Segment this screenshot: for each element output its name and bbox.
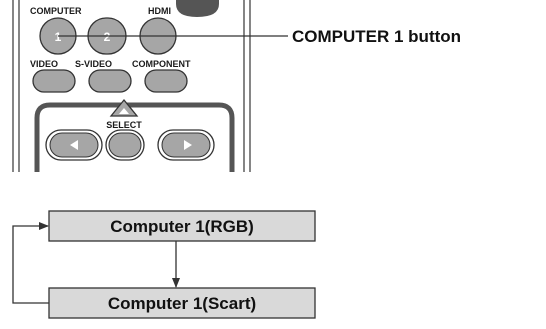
component-button[interactable] xyxy=(144,69,188,93)
component-label: COMPONENT xyxy=(132,59,191,69)
up-arrow-icon xyxy=(119,108,129,114)
flow-box-scart-label: Computer 1(Scart) xyxy=(108,294,256,313)
computer-2-number: 2 xyxy=(104,30,111,44)
video-button[interactable] xyxy=(32,69,76,93)
video-label: VIDEO xyxy=(30,59,58,69)
flow-box-scart xyxy=(48,287,316,319)
select-button[interactable] xyxy=(108,132,142,158)
computer-1-number: 1 xyxy=(55,30,62,44)
svideo-label: S-VIDEO xyxy=(75,59,112,69)
computer-label: COMPUTER xyxy=(30,6,82,16)
select-label: SELECT xyxy=(106,120,142,130)
right-arrow-icon xyxy=(184,140,192,150)
svideo-button[interactable] xyxy=(88,69,132,93)
input-cycle-flow: Computer 1(RGB) Computer 1(Scart) xyxy=(12,210,316,319)
partial-button-top[interactable] xyxy=(176,0,219,17)
hdmi-label: HDMI xyxy=(148,6,171,16)
flow-box-rgb-label: Computer 1(RGB) xyxy=(110,217,254,236)
flow-box-rgb xyxy=(48,210,316,242)
remote-control: COMPUTER HDMI 1 2 VIDEO S-VIDEO COMPONEN… xyxy=(12,0,251,172)
left-arrow-icon xyxy=(70,140,78,150)
flow-arrow-loop xyxy=(12,222,49,304)
select-panel xyxy=(34,102,235,172)
callout-label: COMPUTER 1 button xyxy=(292,27,461,46)
